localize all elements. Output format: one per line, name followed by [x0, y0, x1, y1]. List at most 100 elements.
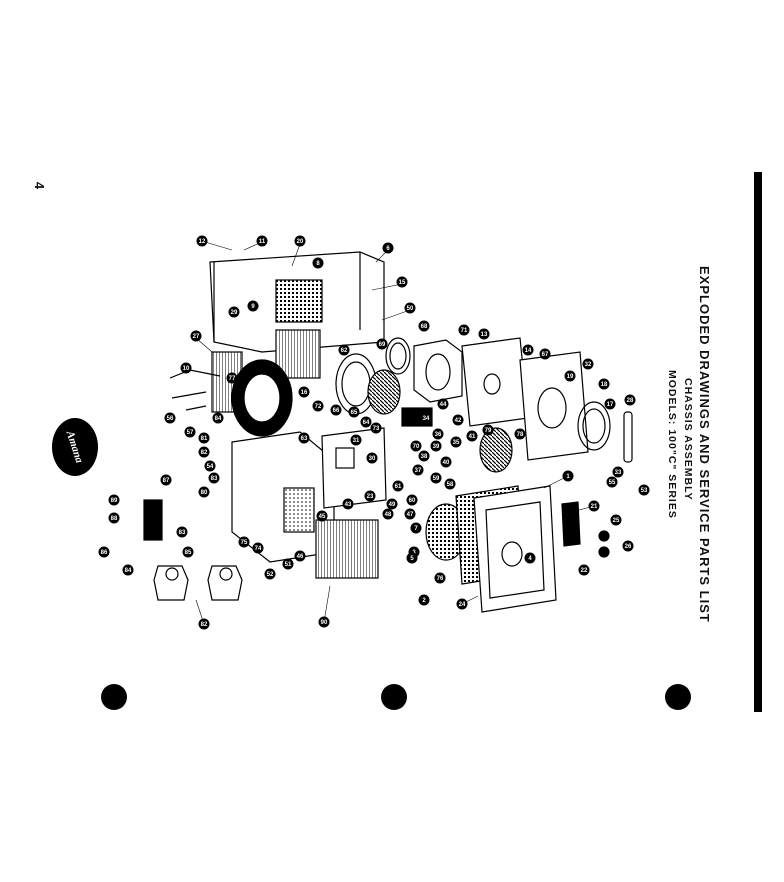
callout-34: 34	[420, 412, 432, 424]
callout-number: 73	[373, 426, 380, 432]
callout-13: 13	[478, 328, 490, 340]
callout-number: 6	[386, 246, 390, 252]
callout-47: 47	[404, 508, 416, 520]
fan-shroud	[231, 359, 293, 437]
callout-41: 41	[466, 430, 478, 442]
heater-element	[623, 411, 633, 463]
callout-number: 61	[395, 484, 402, 490]
callout-80: 80	[198, 486, 210, 498]
callout-26: 26	[622, 540, 634, 552]
callout-79: 79	[482, 424, 494, 436]
callout-35: 35	[450, 436, 462, 448]
callout-number: 69	[379, 342, 386, 348]
callout-number: 63	[301, 436, 308, 442]
callout-number: 43	[345, 502, 352, 508]
callout-number: 39	[433, 444, 440, 450]
callout-number: 77	[229, 376, 236, 382]
callout-78: 78	[514, 428, 526, 440]
callout-16: 16	[298, 386, 310, 398]
callout-53: 53	[638, 484, 650, 496]
callout-number: 68	[421, 324, 428, 330]
callout-number: 80	[201, 490, 208, 496]
callout-32: 32	[582, 358, 594, 370]
amana-logo: Amana	[52, 418, 98, 476]
callout-number: 82	[201, 622, 208, 628]
callout-23: 23	[364, 490, 376, 502]
barrier-panel	[519, 351, 589, 461]
cabinet-wrapper	[209, 251, 385, 353]
callout-number: 52	[267, 572, 274, 578]
callout-number: 36	[435, 432, 442, 438]
callout-number: 83	[211, 476, 218, 482]
callout-84: 84	[212, 412, 224, 424]
callout-21: 21	[588, 500, 600, 512]
callout-57: 57	[184, 426, 196, 438]
callout-number: 27	[193, 334, 200, 340]
callout-number: 15	[399, 280, 406, 286]
callout-88: 88	[108, 512, 120, 524]
callout-number: 45	[319, 514, 326, 520]
callout-number: 70	[413, 444, 420, 450]
callout-37: 37	[412, 464, 424, 476]
callout-number: 32	[585, 362, 592, 368]
callout-number: 85	[185, 550, 192, 556]
callout-87: 87	[160, 474, 172, 486]
callout-9: 9	[247, 300, 259, 312]
binder-hole-left	[101, 684, 127, 710]
mounting-bracket-2	[207, 565, 243, 601]
callout-77: 77	[226, 372, 238, 384]
callout-number: 30	[369, 456, 376, 462]
callout-70: 70	[410, 440, 422, 452]
callout-64: 64	[360, 416, 372, 428]
callout-67: 67	[539, 348, 551, 360]
callout-8: 8	[312, 257, 324, 269]
thermostat-bracket	[143, 499, 163, 541]
binder-hole-right	[665, 684, 691, 710]
orifice-ring	[385, 337, 411, 375]
callout-number: 59	[433, 476, 440, 482]
callout-number: 10	[183, 366, 190, 372]
binding-edge-bar	[754, 172, 762, 712]
callout-number: 75	[241, 540, 248, 546]
callout-number: 2	[422, 598, 426, 604]
callout-number: 81	[201, 436, 208, 442]
callout-number: 87	[163, 478, 170, 484]
callout-30: 30	[366, 452, 378, 464]
callout-50: 50	[404, 302, 416, 314]
blower-housing	[413, 339, 463, 403]
callout-number: 55	[609, 480, 616, 486]
callout-33: 33	[612, 466, 624, 478]
callout-number: 78	[517, 432, 524, 438]
callout-number: 54	[207, 464, 214, 470]
callout-44: 44	[437, 398, 449, 410]
callout-49: 49	[386, 498, 398, 510]
callout-number: 47	[407, 512, 414, 518]
callout-number: 38	[421, 454, 428, 460]
callout-number: 62	[341, 348, 348, 354]
callout-31: 31	[350, 434, 362, 446]
callout-56: 56	[164, 412, 176, 424]
callout-number: 17	[607, 402, 614, 408]
callout-73: 73	[370, 422, 382, 434]
callout-number: 56	[167, 416, 174, 422]
callout-90: 90	[318, 616, 330, 628]
callout-58: 58	[444, 478, 456, 490]
callout-number: 49	[389, 502, 396, 508]
callout-84: 84	[122, 564, 134, 576]
callout-number: 22	[581, 568, 588, 574]
callout-42: 42	[452, 414, 464, 426]
callout-18: 18	[598, 378, 610, 390]
callout-number: 28	[627, 398, 634, 404]
callout-25: 25	[610, 514, 622, 526]
callout-38: 38	[418, 450, 430, 462]
callout-22: 22	[578, 564, 590, 576]
callout-number: 60	[409, 498, 416, 504]
callout-75: 75	[238, 536, 250, 548]
callout-54: 54	[204, 460, 216, 472]
callout-5: 5	[406, 552, 418, 564]
callout-89: 89	[108, 494, 120, 506]
callout-82: 82	[198, 618, 210, 630]
callout-number: 57	[187, 430, 194, 436]
callout-number: 16	[301, 390, 308, 396]
